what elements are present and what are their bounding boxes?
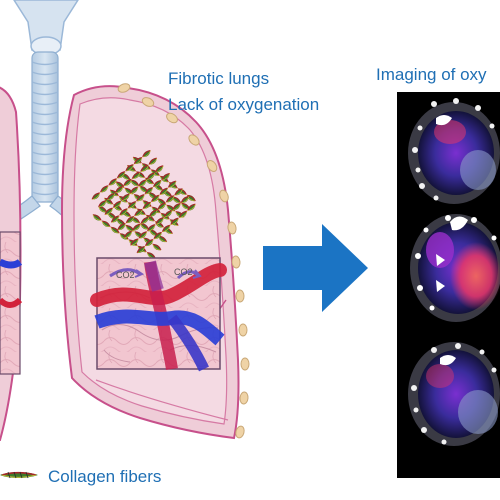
scan-slice-1: [408, 98, 500, 204]
collagen-fibers-legend-label: Collagen fibers: [48, 467, 162, 486]
left-tissue-inset: [0, 231, 23, 375]
oxygen-imaging-panel: [397, 92, 500, 478]
lack-of-oxygenation-label: Lack of oxygenation: [168, 95, 320, 114]
scan-slice-3: [408, 342, 500, 446]
fibrotic-lungs-label: Fibrotic lungs: [168, 69, 270, 88]
co2-label-right: CO2: [174, 267, 193, 277]
right-arrow-icon: [263, 224, 368, 312]
scan-slice-2: [410, 214, 500, 322]
pleura-beads: [117, 83, 250, 439]
imaging-title: Imaging of oxy: [376, 65, 487, 84]
right-tissue-inset: CO2 CO2: [90, 257, 227, 372]
co2-label-left: CO2: [116, 270, 135, 280]
collagen-fiber-icon: [0, 471, 38, 479]
